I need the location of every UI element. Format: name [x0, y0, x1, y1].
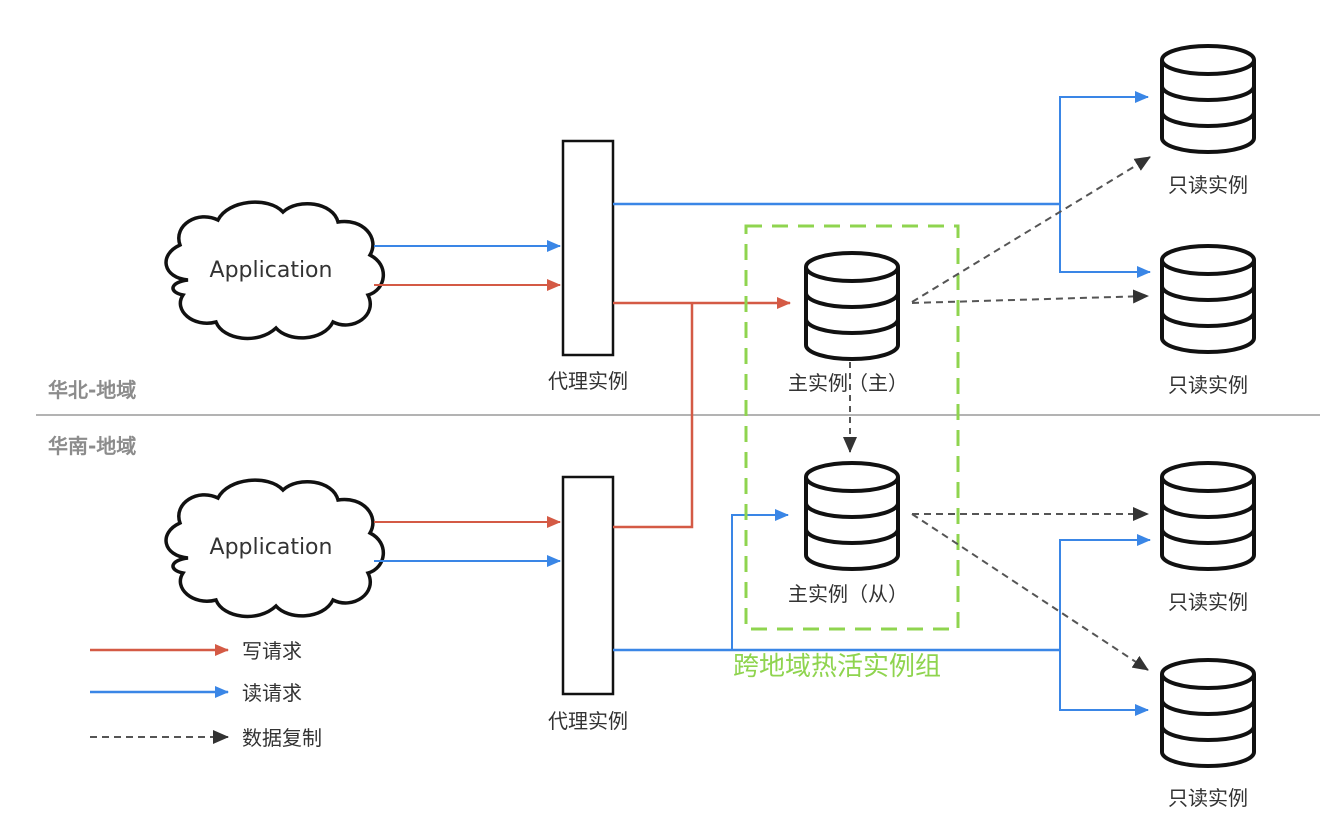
master-instance-label: 主实例（主） — [788, 371, 908, 395]
legend: 写请求 读请求 数据复制 — [90, 639, 322, 750]
replication-slave-to-ro4 — [911, 513, 1149, 671]
hot-active-group-label: 跨地域热活实例组 — [733, 652, 941, 682]
replication-master-to-ro1 — [911, 156, 1151, 303]
legend-read-label: 读请求 — [242, 681, 302, 705]
write-path-south-to-master — [613, 303, 694, 529]
replication-master-to-ro2 — [911, 289, 1149, 304]
hot-active-group-border — [744, 224, 960, 631]
region-label-north: 华北-地域 — [48, 378, 136, 402]
read-only-db-icon-3 — [1160, 461, 1256, 571]
read-only-label-4: 只读实例 — [1168, 786, 1248, 810]
read-only-db-icon-1 — [1160, 44, 1256, 154]
read-path-north-ro1 — [1059, 91, 1149, 204]
read-only-db-icon-4 — [1160, 658, 1256, 768]
master-instance-db-icon — [804, 251, 900, 361]
read-only-label-1: 只读实例 — [1168, 173, 1248, 197]
read-path-north-ro2 — [1059, 204, 1151, 278]
proxy-instance-north — [561, 139, 615, 357]
application-label-north: Application — [210, 258, 333, 283]
proxy-label-north: 代理实例 — [548, 369, 628, 393]
region-label-south: 华南-地域 — [48, 434, 136, 458]
read-path-south-ro3 — [1059, 534, 1151, 650]
application-label-south: Application — [210, 535, 333, 560]
slave-instance-db-icon — [804, 461, 900, 571]
read-only-label-2: 只读实例 — [1168, 373, 1248, 397]
slave-instance-label: 主实例（从） — [788, 582, 908, 606]
read-only-label-3: 只读实例 — [1168, 590, 1248, 614]
read-only-db-icon-2 — [1160, 244, 1256, 354]
read-path-south-to-slave — [731, 509, 789, 650]
read-path-south-ro4 — [1059, 650, 1149, 716]
proxy-label-south: 代理实例 — [548, 709, 628, 733]
legend-replicate-label: 数据复制 — [242, 726, 322, 750]
legend-write-label: 写请求 — [242, 639, 302, 663]
proxy-instance-south — [561, 475, 615, 696]
